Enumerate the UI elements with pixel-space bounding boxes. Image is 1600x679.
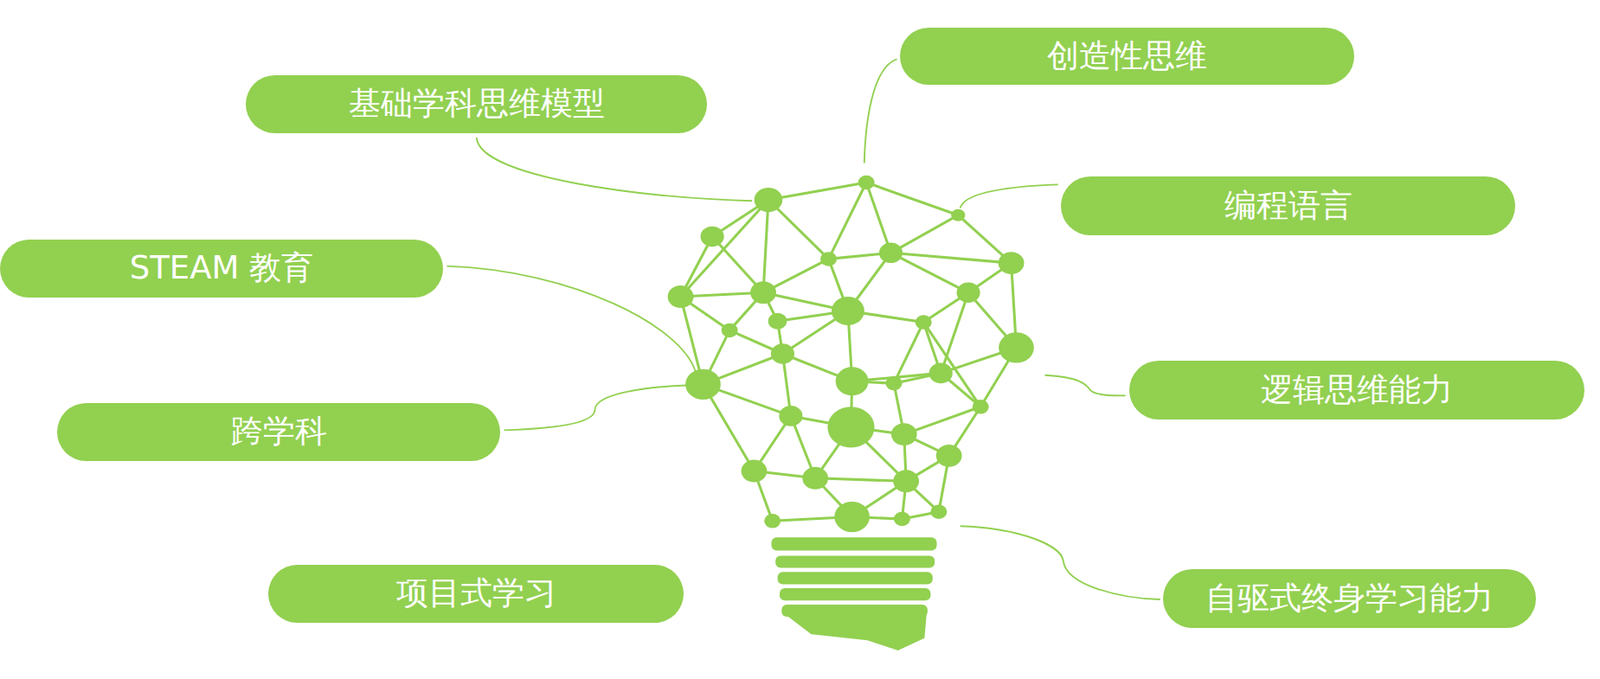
network-dot xyxy=(885,376,902,392)
network-dot xyxy=(858,175,875,191)
network-dot xyxy=(771,343,795,365)
label-pill: 基础学科思维模型 xyxy=(245,75,707,134)
network-line xyxy=(923,321,981,407)
network-dot xyxy=(668,285,694,309)
label-pill: STEAM 教育 xyxy=(0,239,444,298)
network-dot xyxy=(834,501,870,533)
label-pill: 跨学科 xyxy=(57,403,501,462)
network-line xyxy=(890,252,969,293)
network-dot xyxy=(820,251,837,267)
network-line xyxy=(681,199,769,297)
pill-label: 创造性思维 xyxy=(1047,38,1208,75)
network-line xyxy=(763,199,769,293)
network-dot xyxy=(835,366,869,396)
label-pill: 项目式学习 xyxy=(268,565,684,624)
network-dot xyxy=(893,469,919,493)
network-line xyxy=(890,215,958,254)
bulb-network xyxy=(681,182,1017,521)
pill-label: 基础学科思维模型 xyxy=(348,86,605,123)
network-dot xyxy=(957,282,981,303)
network-line xyxy=(828,182,868,259)
label-pill: 自驱式终身学习能力 xyxy=(1163,569,1536,629)
network-dot xyxy=(915,314,932,330)
network-dot xyxy=(831,296,865,326)
network-line xyxy=(866,182,958,216)
network-dot xyxy=(778,405,803,427)
network-dot xyxy=(893,512,911,527)
label-pill: 逻辑思维能力 xyxy=(1129,360,1585,420)
network-dot xyxy=(998,251,1025,275)
leader-lines xyxy=(446,58,1160,600)
network-line xyxy=(940,292,969,373)
network-dot xyxy=(930,504,947,520)
network-dot xyxy=(802,467,829,490)
network-dot xyxy=(879,243,903,264)
network-dot xyxy=(685,369,721,400)
network-dot xyxy=(721,323,739,339)
pill-label: 跨学科 xyxy=(231,414,328,450)
network-dot xyxy=(700,226,725,248)
network-dot xyxy=(936,444,963,468)
network-dot xyxy=(972,399,990,415)
network-dot xyxy=(741,460,768,483)
network-dot xyxy=(827,406,874,448)
pill-label: 自驱式终身学习能力 xyxy=(1205,581,1494,617)
network-dot xyxy=(998,332,1035,363)
pill-label: 编程语言 xyxy=(1224,188,1353,225)
network-dot xyxy=(764,514,781,529)
network-dot xyxy=(951,209,965,222)
pill-label: 项目式学习 xyxy=(396,576,557,612)
bulb-dots xyxy=(668,175,1035,534)
network-dot xyxy=(929,363,953,385)
bulb-base xyxy=(771,537,937,651)
network-line xyxy=(866,182,891,253)
network-dot xyxy=(750,281,777,304)
network-line xyxy=(768,182,867,200)
pill-label: 逻辑思维能力 xyxy=(1260,372,1453,409)
label-pill: 创造性思维 xyxy=(899,27,1355,85)
network-dot xyxy=(891,423,918,446)
network-line xyxy=(815,478,907,482)
network-dot xyxy=(768,313,788,330)
label-pill: 编程语言 xyxy=(1060,176,1516,236)
network-dot xyxy=(754,187,784,213)
pill-label: STEAM 教育 xyxy=(129,250,314,287)
